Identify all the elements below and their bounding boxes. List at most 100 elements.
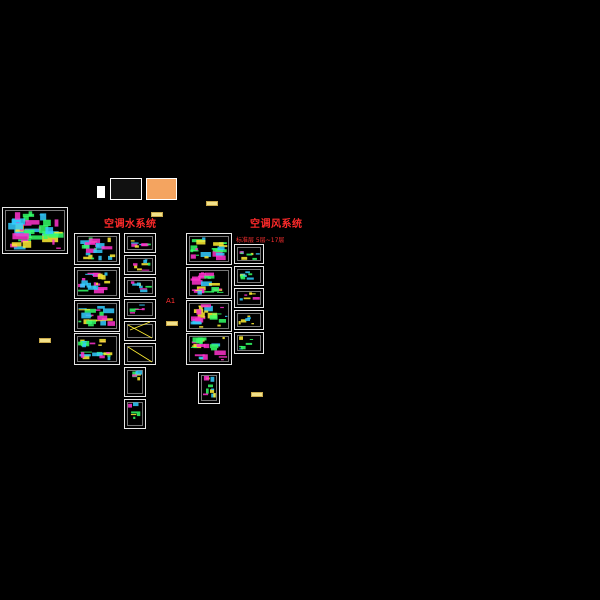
- water-floor-plan-1: [74, 233, 120, 265]
- pipe-segment: [198, 356, 204, 359]
- pipe-segment: [52, 239, 55, 245]
- pipe-segment: [93, 272, 101, 277]
- pipe-segment: [244, 294, 248, 296]
- air-system-title: 空调风系统: [250, 219, 303, 230]
- sheet-linework-3: [78, 272, 111, 294]
- sheet-linework-2: [80, 237, 116, 261]
- drawing-tag-2: [151, 212, 163, 217]
- pipe-segment: [130, 414, 137, 416]
- pipe-segment: [203, 291, 215, 293]
- pipe-segment: [190, 250, 199, 252]
- pipe-segment: [137, 268, 142, 271]
- pipe-segment: [137, 377, 141, 381]
- pipe-segment: [204, 272, 214, 276]
- pipe-segment: [101, 274, 106, 280]
- pipe-segment: [40, 213, 47, 221]
- title-block-logo: [146, 178, 177, 200]
- pipe-segment: [217, 324, 221, 327]
- pipe-segment: [25, 220, 40, 225]
- pipe-segment: [104, 272, 108, 276]
- pipe-segment: [21, 224, 32, 226]
- pipe-segment: [201, 281, 212, 287]
- pipe-segment: [240, 276, 246, 280]
- pipe-segment: [22, 213, 35, 217]
- pipe-segment: [218, 319, 226, 323]
- pipe-segment: [221, 359, 224, 361]
- pipe-segment: [203, 393, 209, 396]
- pipe-segment: [197, 290, 202, 295]
- pipe-segment: [133, 263, 138, 266]
- pipe-segment: [78, 289, 89, 292]
- pipe-segment: [240, 346, 246, 350]
- pipe-segment: [86, 320, 96, 325]
- pipe-segment: [130, 240, 135, 242]
- pipe-segment: [190, 278, 201, 281]
- pipe-segment: [82, 355, 90, 360]
- pipe-segment: [13, 246, 26, 250]
- pipe-segment: [198, 273, 206, 279]
- pipe-segment: [200, 304, 211, 308]
- pipe-segment: [225, 315, 228, 317]
- pipe-segment: [190, 245, 198, 252]
- pipe-segment: [12, 233, 29, 240]
- pipe-segment: [196, 344, 206, 347]
- sheet-linework-17: [238, 315, 254, 325]
- pipe-segment: [239, 336, 243, 340]
- pipe-segment: [130, 281, 135, 284]
- water-floor-plan-4: [74, 333, 120, 365]
- pipe-segment: [249, 339, 254, 340]
- pipe-segment: [245, 271, 250, 274]
- floor-range-label: 标准层 5层~17层: [236, 237, 285, 244]
- pipe-segment: [109, 254, 116, 258]
- pipe-segment: [251, 323, 254, 325]
- pipe-segment: [85, 248, 96, 253]
- pipe-segment: [141, 263, 149, 266]
- pipe-segment: [147, 262, 151, 266]
- pipe-segment: [200, 252, 211, 257]
- pipe-segment: [211, 347, 217, 351]
- sheet-linework-6: [130, 240, 151, 248]
- pipe-segment: [81, 341, 87, 343]
- pipe-segment: [88, 254, 93, 260]
- sheet-linework-19: [203, 376, 216, 398]
- pipe-segment: [101, 318, 113, 321]
- pipe-segment: [211, 287, 219, 292]
- pipe-segment: [143, 259, 148, 264]
- pipe-segment: [206, 388, 209, 394]
- pipe-segment: [204, 256, 209, 259]
- pipe-segment: [139, 288, 148, 290]
- sheet-label-a1: A1: [166, 297, 176, 305]
- pipe-segment: [248, 273, 253, 276]
- pipe-segment: [80, 240, 91, 244]
- sheet-linework-10: [190, 237, 228, 261]
- pipe-segment: [239, 298, 243, 301]
- pipe-segment: [81, 280, 88, 286]
- pipe-segment: [80, 352, 85, 358]
- pipe-segment: [209, 344, 219, 349]
- pipe-segment: [93, 249, 103, 253]
- pipe-segment: [252, 257, 257, 260]
- pipe-segment: [27, 235, 43, 240]
- pipe-segment: [191, 345, 197, 347]
- pipe-segment: [97, 306, 105, 309]
- pipe-segment: [134, 265, 138, 269]
- pipe-segment: [202, 354, 208, 360]
- pipe-segment: [240, 319, 247, 323]
- pipe-segment: [43, 219, 51, 226]
- pipe-segment: [195, 248, 199, 251]
- sheet-linework-18: [239, 336, 254, 350]
- pipe-segment: [79, 354, 91, 357]
- pipe-segment: [139, 285, 143, 289]
- pipe-segment: [190, 249, 194, 253]
- pipe-segment: [247, 317, 251, 320]
- pipe-segment: [97, 273, 103, 280]
- pipe-segment: [39, 214, 44, 216]
- pipe-segment: [245, 342, 253, 345]
- pipe-segment: [81, 312, 91, 319]
- pipe-segment: [249, 293, 256, 295]
- pipe-segment: [255, 253, 260, 255]
- pipe-segment: [81, 278, 86, 281]
- pipe-segment: [42, 234, 59, 243]
- pipe-segment: [28, 211, 33, 216]
- pipe-segment: [100, 320, 106, 326]
